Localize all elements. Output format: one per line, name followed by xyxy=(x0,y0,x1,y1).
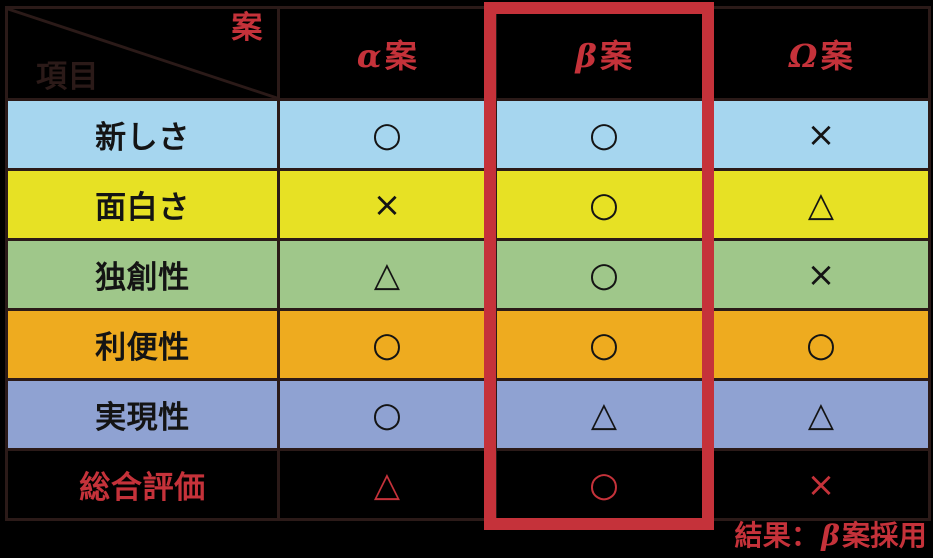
cell-convenience-beta[interactable]: ○ xyxy=(494,308,714,381)
column-header-alpha-label: 案 xyxy=(384,36,418,75)
cell-overall-omega[interactable]: × xyxy=(711,448,931,521)
column-header-alpha-symbol: α xyxy=(356,36,382,75)
cell-convenience-alpha[interactable]: ○ xyxy=(277,308,497,381)
cell-originality-beta[interactable]: ○ xyxy=(494,238,714,311)
table-row: 面白さ × ○ △ xyxy=(5,168,931,241)
column-header-omega-label: 案 xyxy=(820,36,854,75)
row-label-convenience: 利便性 xyxy=(5,308,280,381)
table-row: 独創性 △ ○ × xyxy=(5,238,931,311)
row-label-overall: 総合評価 xyxy=(5,448,280,521)
corner-row-axis-label: 項目 xyxy=(36,58,100,95)
column-header-beta-symbol: β xyxy=(575,36,598,75)
cell-overall-beta[interactable]: ○ xyxy=(494,448,714,521)
row-label-originality: 独創性 xyxy=(5,238,280,311)
column-header-omega[interactable]: Ω案 xyxy=(711,6,931,101)
cell-interest-omega[interactable]: △ xyxy=(711,168,931,241)
cell-feasibility-alpha[interactable]: ○ xyxy=(277,378,497,451)
column-header-alpha[interactable]: α案 xyxy=(277,6,497,101)
evaluation-matrix-table: 案 項目 α案 β案 Ω案 新しさ ○ ○ × xyxy=(5,6,931,521)
column-header-omega-symbol: Ω xyxy=(788,36,818,75)
cell-newness-omega[interactable]: × xyxy=(711,98,931,171)
column-header-beta[interactable]: β案 xyxy=(494,6,714,101)
row-label-interest: 面白さ xyxy=(5,168,280,241)
cell-feasibility-omega[interactable]: △ xyxy=(711,378,931,451)
cell-interest-beta[interactable]: ○ xyxy=(494,168,714,241)
cell-newness-alpha[interactable]: ○ xyxy=(277,98,497,171)
row-label-feasibility: 実現性 xyxy=(5,378,280,451)
cell-convenience-omega[interactable]: ○ xyxy=(711,308,931,381)
row-label-newness: 新しさ xyxy=(5,98,280,171)
corner-column-axis-label: 案 xyxy=(231,10,263,46)
result-note-symbol: β xyxy=(821,519,841,552)
table-row: 利便性 ○ ○ ○ xyxy=(5,308,931,381)
table-row: 新しさ ○ ○ × xyxy=(5,98,931,171)
cell-originality-alpha[interactable]: △ xyxy=(277,238,497,311)
table-row-total: 総合評価 △ ○ × xyxy=(5,448,931,521)
result-note: 結果：β案採用 xyxy=(734,514,927,554)
cell-feasibility-beta[interactable]: △ xyxy=(494,378,714,451)
cell-overall-alpha[interactable]: △ xyxy=(277,448,497,521)
cell-originality-omega[interactable]: × xyxy=(711,238,931,311)
cell-newness-beta[interactable]: ○ xyxy=(494,98,714,171)
result-note-suffix: 案採用 xyxy=(842,519,927,552)
table-header-row: 案 項目 α案 β案 Ω案 xyxy=(5,6,931,101)
cell-interest-alpha[interactable]: × xyxy=(277,168,497,241)
result-note-prefix: 結果： xyxy=(734,519,820,552)
header-corner-cell: 案 項目 xyxy=(5,6,280,101)
column-header-beta-label: 案 xyxy=(600,36,633,75)
table-row: 実現性 ○ △ △ xyxy=(5,378,931,451)
